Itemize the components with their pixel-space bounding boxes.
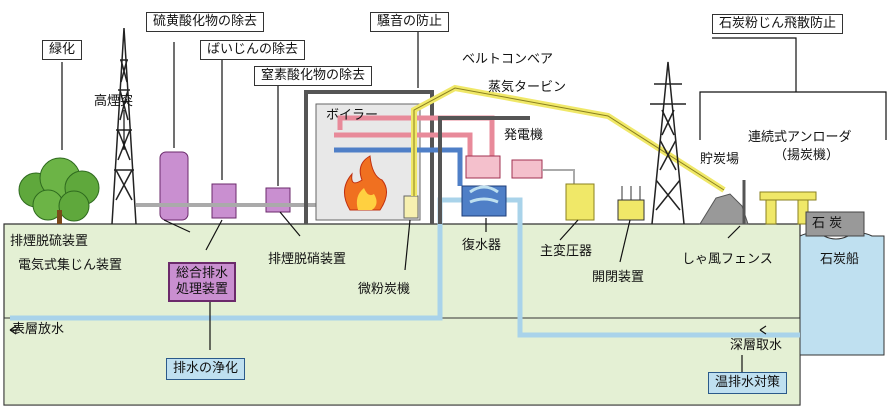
label-esp: 電気式集じん装置 xyxy=(18,258,123,273)
label-belt-conveyor: ベルトコンベア xyxy=(462,52,554,67)
label-denitrification: 窒素酸化物の除去 xyxy=(254,66,373,86)
label-wastewater-2: 処理装置 xyxy=(176,282,229,297)
label-greening: 緑化 xyxy=(42,40,83,60)
wastewater-treatment-box: 総合排水 処理装置 xyxy=(168,262,237,302)
label-main-transformer: 主変圧器 xyxy=(540,244,593,259)
label-generator: 発電機 xyxy=(504,128,544,143)
fgd-vessel xyxy=(159,151,189,221)
label-dust-removal: ばいじんの除去 xyxy=(200,40,306,60)
flame xyxy=(344,155,387,211)
coal-ship-hull xyxy=(805,211,865,237)
label-coal-yard: 貯炭場 xyxy=(700,152,740,167)
label-denox-device: 排煙脱硝装置 xyxy=(268,252,347,267)
switchgear xyxy=(617,186,645,221)
label-warm-water: 温排水対策 xyxy=(708,372,788,394)
label-condenser: 復水器 xyxy=(462,238,502,253)
label-desulfurization: 硫黄酸化物の除去 xyxy=(146,12,265,32)
generator xyxy=(511,159,543,179)
noise-enclosure xyxy=(304,90,434,224)
label-coal-ship: 石炭船 xyxy=(820,252,860,267)
label-switchgear: 開閉装置 xyxy=(592,270,645,285)
turbine-hall xyxy=(438,116,530,224)
denox-vessel xyxy=(265,187,291,213)
label-noise: 騒音の防止 xyxy=(370,12,450,32)
pointer-lines xyxy=(9,30,887,372)
lower-ground xyxy=(3,317,801,406)
label-unloader-2: （揚炭機） xyxy=(774,148,840,163)
label-deep-intake: 深層取水 xyxy=(730,338,783,353)
label-wastewater-purify: 排水の浄化 xyxy=(166,358,246,380)
label-wastewater-1: 総合排水 xyxy=(176,266,229,281)
label-coal-ship-hull: 石 炭 xyxy=(812,216,843,231)
label-surface-discharge: 表層放水 xyxy=(12,322,65,337)
condenser xyxy=(461,185,507,217)
coal-pile xyxy=(699,193,749,225)
esp-vessel xyxy=(211,183,237,219)
main-transformer xyxy=(565,183,595,221)
transmission-tower xyxy=(650,61,686,225)
label-high-stack: 高煙突 xyxy=(94,94,134,109)
surface-discharge-pipe xyxy=(10,197,470,321)
turbine xyxy=(465,155,501,179)
label-fgd-device: 排煙脱硫装置 xyxy=(10,234,89,249)
unloader xyxy=(759,191,817,225)
label-unloader-1: 連続式アンローダ xyxy=(748,130,852,145)
label-boiler: ボイラー xyxy=(326,108,379,123)
label-coal-dust: 石炭粉じん飛散防止 xyxy=(712,14,844,34)
trees xyxy=(18,157,100,224)
pulverizer xyxy=(403,195,419,219)
label-wind-fence: しゃ風フェンス xyxy=(682,252,773,267)
label-pulverizer: 微粉炭機 xyxy=(358,282,411,297)
label-steam-turbine: 蒸気タービン xyxy=(488,80,567,95)
